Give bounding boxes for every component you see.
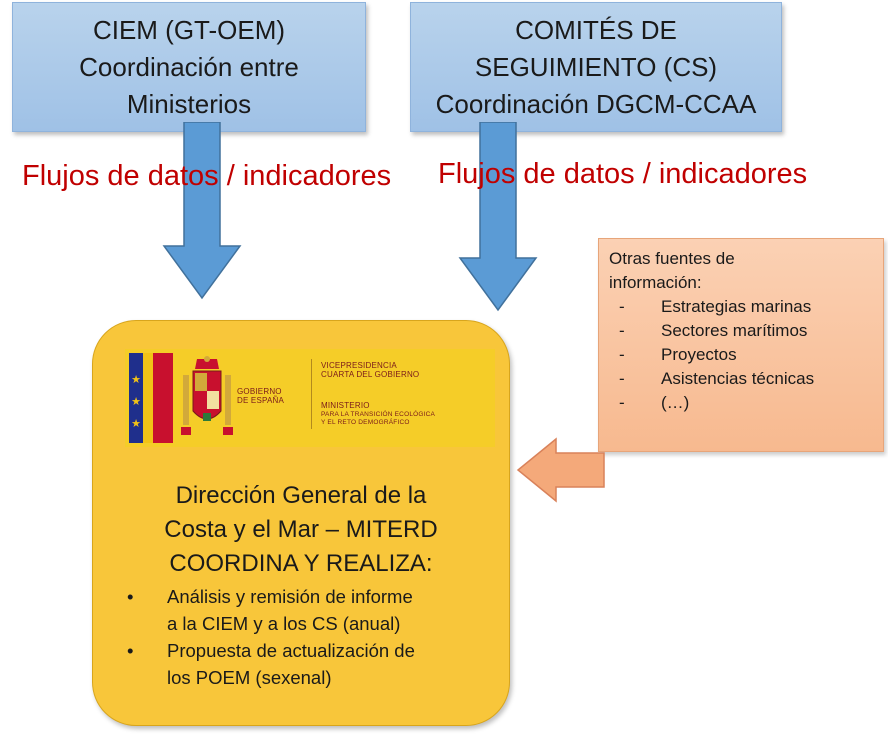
other-sources-box: Otras fuentes de información: - Estrategi… — [598, 238, 884, 452]
bullet-marker: • — [127, 586, 134, 607]
task-line: los POEM (sexenal) — [167, 667, 332, 688]
main-title-line-1: Dirección General de la — [175, 482, 427, 509]
dgcm-main-box: ★ ★ ★ GOBIERNO DE ESPAÑA VICEPRESIDENCIA… — [92, 320, 510, 726]
cs-line-3: Coordinación DGCM-CCAA — [435, 88, 757, 119]
task-line: a la CIEM y a los CS (anual) — [167, 613, 401, 634]
logo-ministerio-line-2: PARA LA TRANSICIÓN ECOLÓGICA — [321, 411, 436, 418]
down-arrow-icon — [458, 122, 538, 312]
sources-list: - Estrategias marinas - Sectores marítimos… — [609, 295, 873, 415]
logo-gobierno-line-2: DE ESPAÑA — [237, 396, 284, 405]
logo-divider — [311, 359, 312, 429]
ciem-line-1: CIEM (GT-OEM) — [92, 14, 286, 45]
source-item-label: Proyectos — [661, 345, 737, 364]
ciem-line-2: Coordinación entre — [79, 51, 299, 82]
main-title: Dirección General de la Costa y el Mar –… — [93, 479, 509, 581]
main-title-line-3: COORDINA Y REALIZA: — [169, 550, 433, 577]
task-line: Propuesta de actualización de — [167, 640, 415, 661]
flow-label: Flujos de datos / indicadores — [22, 160, 392, 192]
source-item-label: Sectores marítimos — [661, 321, 808, 340]
ciem-line-3: Ministerios — [126, 88, 252, 119]
logo-ministerio-line-3: Y EL RETO DEMOGRÁFICO — [321, 419, 410, 426]
list-item: - Proyectos — [609, 343, 873, 367]
left-arrow-icon — [516, 437, 605, 503]
logo-gobierno-line-1: GOBIERNO — [237, 387, 282, 396]
logo-ministerio-line-1: MINISTERIO — [321, 401, 370, 410]
source-item-label: Asistencias técnicas — [661, 369, 815, 388]
sources-title-line-1: Otras fuentes de — [609, 249, 735, 268]
dash-marker: - — [619, 321, 625, 340]
task-line: Análisis y remisión de informe — [167, 586, 413, 607]
ciem-box: CIEM (GT-OEM) Coordinación entre Ministe… — [12, 2, 366, 132]
main-task-list: • Análisis y remisión de informe a la CI… — [123, 583, 493, 691]
cs-line-2: SEGUIMIENTO (CS) — [474, 51, 718, 82]
source-item-label: Estrategias marinas — [661, 297, 812, 316]
list-item: - Sectores marítimos — [609, 319, 873, 343]
list-item: • Propuesta de actualización de los POEM… — [123, 637, 493, 691]
logo-vicepresidencia-line-2: CUARTA DEL GOBIERNO — [321, 370, 420, 379]
eu-spain-flag-icon: ★ ★ ★ — [129, 353, 173, 443]
source-item-label: (…) — [661, 393, 690, 412]
svg-text:★: ★ — [131, 417, 141, 430]
list-item: • Análisis y remisión de informe a la CI… — [123, 583, 493, 637]
list-item: - (…) — [609, 391, 873, 415]
cs-line-1: COMITÉS DE — [515, 14, 677, 45]
svg-text:★: ★ — [131, 373, 141, 386]
dash-marker: - — [619, 345, 625, 364]
main-title-line-2: Costa y el Mar – MITERD — [164, 516, 438, 543]
flow-label: Flujos de datos / indicadores — [438, 158, 808, 190]
sources-title-line-2: información: — [609, 273, 702, 292]
list-item: - Asistencias técnicas — [609, 367, 873, 391]
dash-marker: - — [619, 393, 625, 412]
svg-text:★: ★ — [131, 395, 141, 408]
government-logo: ★ ★ ★ GOBIERNO DE ESPAÑA VICEPRESIDENCIA… — [125, 349, 495, 447]
dash-marker: - — [619, 297, 625, 316]
down-arrow-icon — [162, 122, 242, 300]
dash-marker: - — [619, 369, 625, 388]
bullet-marker: • — [127, 640, 134, 661]
list-item: - Estrategias marinas — [609, 295, 873, 319]
logo-vicepresidencia-line-1: VICEPRESIDENCIA — [321, 361, 397, 370]
cs-box: COMITÉS DE SEGUIMIENTO (CS) Coordinación… — [410, 2, 782, 132]
coat-of-arms-icon — [181, 356, 233, 435]
